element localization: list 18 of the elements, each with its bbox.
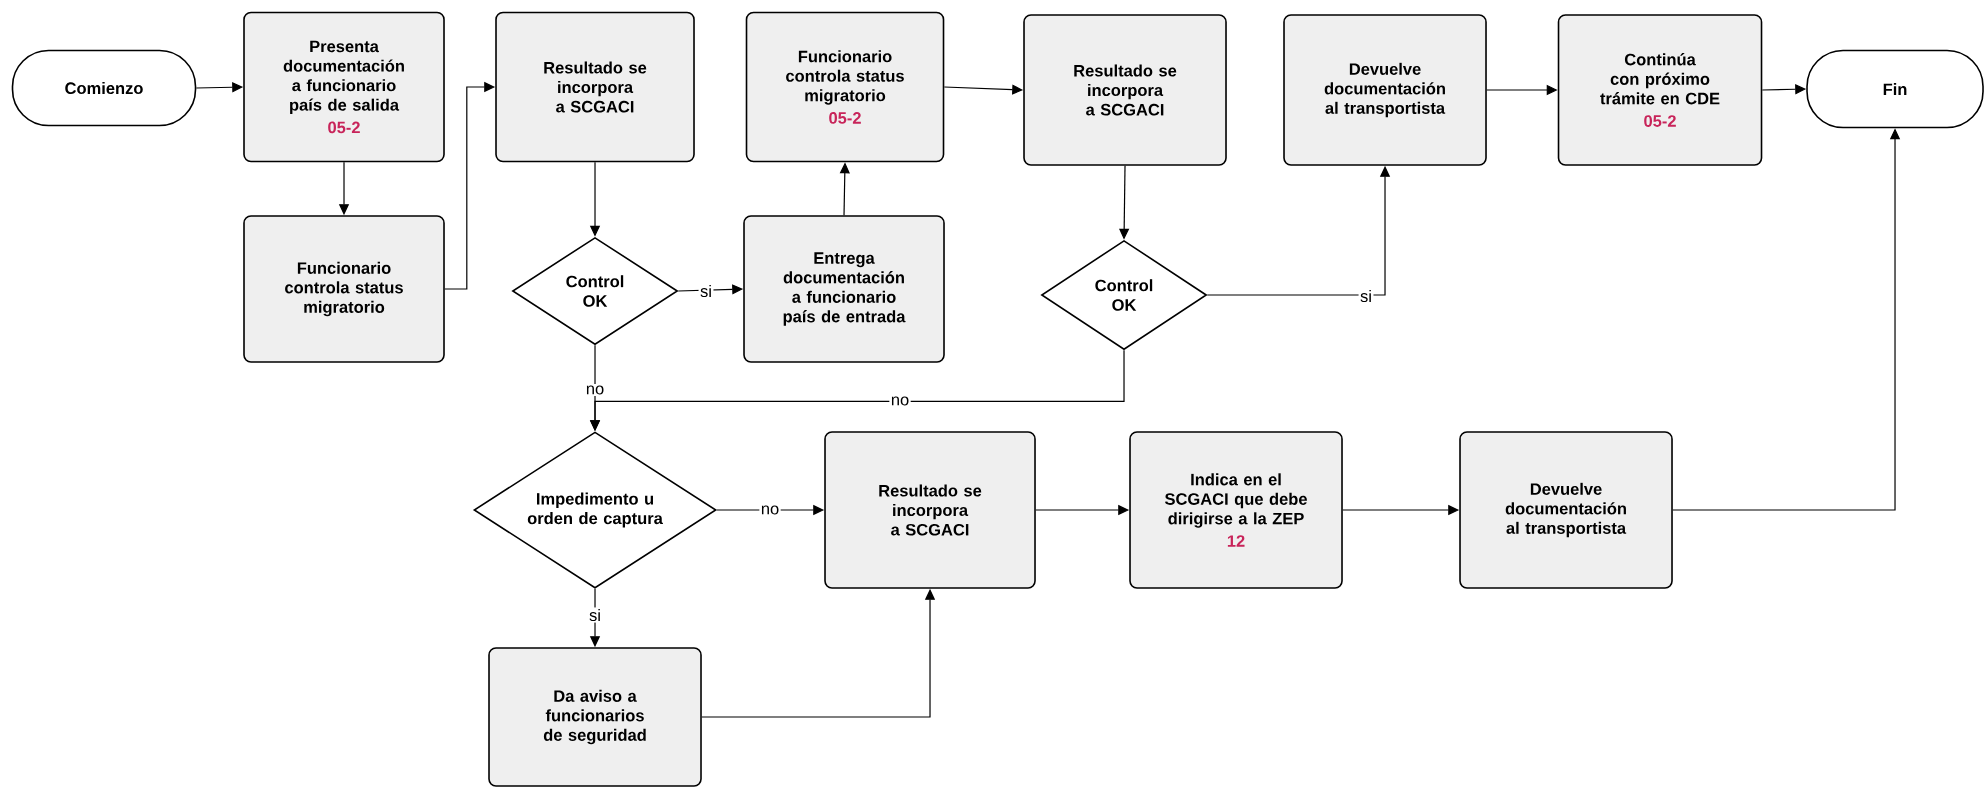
process-box: Da aviso a funcionarios de seguridad <box>488 647 702 787</box>
edge-label: no <box>584 384 606 397</box>
edge-label: si <box>587 607 603 623</box>
edge-label: no <box>759 504 781 517</box>
process-box: Resultado se incorpora a SCGACI <box>824 431 1036 589</box>
edge-label: no <box>889 395 911 408</box>
process-box: Entrega documentación a funcionario país de entrada <box>743 215 945 363</box>
process-box: Resultado se incorpora a SCGACI <box>495 11 695 163</box>
process-box: Devuelve documentación al transportista <box>1283 14 1487 166</box>
process-box: Presenta documentación a funcionario país de salida 05-2 <box>243 11 445 163</box>
process-box: Continúa con próximo trámite en CDE 05-2 <box>1557 14 1763 166</box>
process-box: Resultado se incorpora a SCGACI <box>1023 14 1227 166</box>
process-box: Funcionario controla status migratorio <box>243 215 445 363</box>
process-box: Funcionario controla status migratorio 05-2 <box>745 11 945 163</box>
process-box: Indica en el SCGACI que debe dirigirse a la ZEP 12 <box>1129 431 1343 589</box>
edge-label: si <box>698 283 714 299</box>
process-box: Devuelve documentación al transportista <box>1459 431 1673 589</box>
edge-label: si <box>1358 288 1374 304</box>
